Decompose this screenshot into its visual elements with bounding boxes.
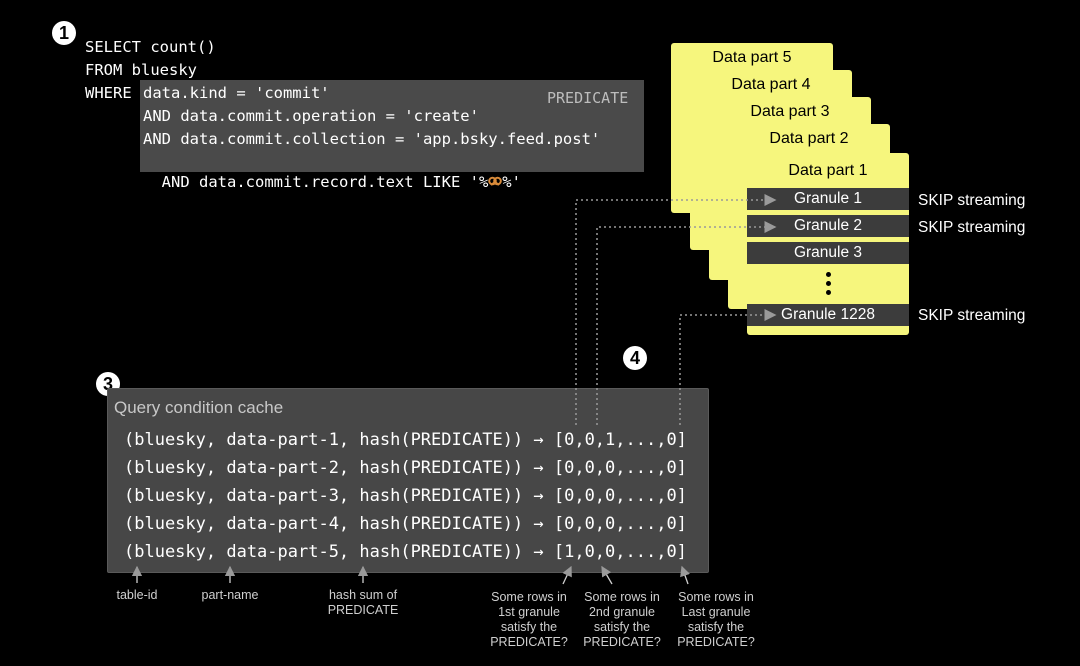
predicate-line-4: AND data.commit.record.text LIKE '% %'	[143, 152, 521, 192]
label-first-granule-line-4: PREDICATE?	[490, 635, 568, 649]
data-part-3-title: Data part 3	[750, 103, 830, 120]
cache-row-4: (bluesky, data-part-4, hash(PREDICATE)) …	[124, 514, 687, 534]
granule-2: Granule 2	[747, 215, 909, 237]
granule-1: Granule 1	[747, 188, 909, 210]
data-part-5-title: Data part 5	[712, 49, 792, 66]
data-part-1-title: Data part 1	[788, 162, 868, 179]
label-hash-sum-line-2: PREDICATE	[327, 603, 399, 617]
label-last-granule-line-3: satisfy the	[687, 620, 745, 634]
query-condition-cache-box	[107, 388, 709, 573]
label-last-granule-line-4: PREDICATE?	[677, 635, 755, 649]
label-first-granule-line-3: satisfy the	[500, 620, 558, 634]
granule-ellipsis	[747, 272, 909, 300]
predicate-box	[140, 80, 644, 172]
arrow-first-granule	[562, 565, 572, 585]
predicate-line-3: AND data.commit.collection = 'app.bsky.f…	[143, 130, 601, 148]
query-where: WHERE	[85, 84, 132, 102]
arrow-last-granule	[680, 565, 690, 585]
label-second-granule: Some rows in 2nd granule satisfy the PRE…	[577, 590, 667, 650]
granule-3: Granule 3	[747, 242, 909, 264]
label-hash-sum: hash sum of PREDICATE	[313, 588, 413, 618]
predicate-line-2: AND data.commit.operation = 'create'	[143, 107, 479, 125]
cache-row-2: (bluesky, data-part-2, hash(PREDICATE)) …	[124, 458, 687, 478]
skip-streaming-label-2: SKIP streaming	[918, 219, 1026, 236]
data-part-4-title: Data part 4	[731, 76, 811, 93]
query-select: SELECT count()	[85, 38, 216, 56]
connector-granule-1228	[679, 309, 777, 425]
label-part-name: part-name	[201, 588, 259, 602]
label-first-granule-line-2: 1st granule	[498, 605, 560, 619]
label-hash-sum-line-1: hash sum of	[328, 588, 398, 602]
label-last-granule-line-1: Some rows in	[678, 590, 754, 604]
connector-granule-1	[575, 194, 777, 425]
cache-title: Query condition cache	[114, 398, 284, 417]
data-part-1: Data part 1 Granule 1 Granule 2 Granule …	[747, 153, 909, 335]
arrow-second-granule	[601, 565, 613, 585]
predicate-line-4-end: %'	[502, 173, 521, 191]
label-second-granule-line-2: 2nd granule	[588, 605, 656, 619]
ellipsis-dot	[826, 272, 831, 277]
label-last-granule: Some rows in Last granule satisfy the PR…	[670, 590, 762, 650]
label-first-granule-line-1: Some rows in	[491, 590, 567, 604]
data-part-2-title: Data part 2	[769, 130, 849, 147]
cache-row-3: (bluesky, data-part-3, hash(PREDICATE)) …	[124, 486, 687, 506]
predicate-line-1: data.kind = 'commit'	[143, 84, 330, 102]
label-second-granule-line-4: PREDICATE?	[583, 635, 661, 649]
step-1-marker: 1	[52, 21, 76, 45]
predicate-line-4-text: AND data.commit.record.text LIKE '%	[161, 173, 489, 191]
query-from: FROM bluesky	[85, 61, 197, 79]
granule-1228: Granule 1228	[747, 304, 909, 326]
cache-row-1: (bluesky, data-part-1, hash(PREDICATE)) …	[124, 430, 687, 450]
skip-streaming-label-3: SKIP streaming	[918, 307, 1026, 324]
label-last-granule-line-2: Last granule	[681, 605, 751, 619]
skip-streaming-label-1: SKIP streaming	[918, 192, 1026, 209]
label-first-granule: Some rows in 1st granule satisfy the PRE…	[484, 590, 574, 650]
ellipsis-dot	[826, 281, 831, 286]
step-4-marker: 4	[623, 346, 647, 370]
ellipsis-dot	[826, 290, 831, 295]
label-table-id: table-id	[116, 588, 158, 602]
label-second-granule-line-3: satisfy the	[593, 620, 651, 634]
label-second-granule-line-1: Some rows in	[584, 590, 660, 604]
pretzel-icon	[488, 174, 503, 188]
connector-granule-2	[596, 221, 777, 425]
cache-row-5: (bluesky, data-part-5, hash(PREDICATE)) …	[124, 542, 687, 562]
predicate-label: PREDICATE	[547, 89, 629, 107]
